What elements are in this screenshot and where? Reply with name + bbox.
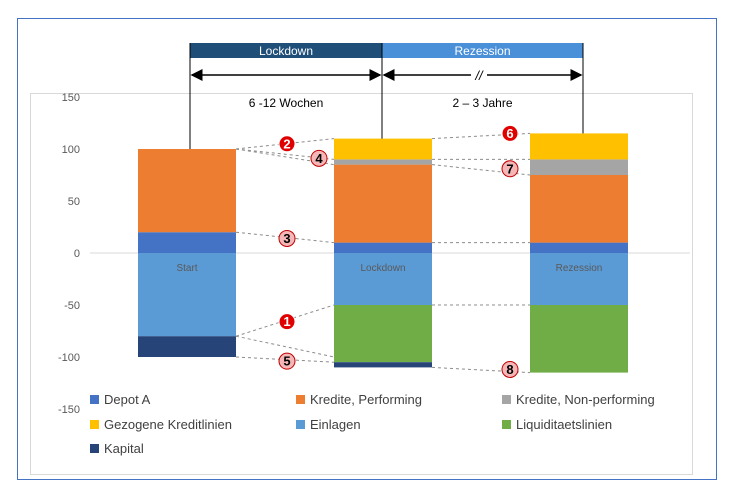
marker-circle [278, 313, 296, 331]
connector-line [235, 335, 335, 358]
category-label: Start [176, 263, 197, 274]
phase-duration-label: 6 -12 Wochen [249, 96, 324, 110]
y-tick-label: -150 [58, 404, 80, 416]
bar-segment-liquiditaetslinien [530, 305, 628, 373]
bar-segment-kapital [138, 336, 236, 357]
marker-label: 1 [283, 314, 290, 329]
marker-label: 6 [506, 126, 513, 141]
legend-swatch [296, 395, 305, 404]
connector-line [235, 148, 335, 160]
phase-header-label: Rezession [454, 44, 510, 58]
marker-circle [501, 124, 519, 142]
legend-entry: Kredite, Performing [310, 392, 422, 407]
legend-entry: Liquiditaetslinien [516, 417, 612, 432]
bar-segment-liquiditaetslinien [334, 305, 432, 363]
y-tick-label: 150 [62, 92, 80, 104]
phase-header-rezession [382, 43, 583, 58]
bar-segment-depot-a [334, 242, 432, 253]
connector-line [431, 132, 531, 140]
marker-label: 7 [506, 161, 513, 176]
y-tick-label: 50 [68, 196, 80, 208]
y-tick-label: -100 [58, 352, 80, 364]
connector-line [235, 148, 335, 166]
legend-swatch [90, 395, 99, 404]
marker-circle [310, 149, 328, 167]
axis-break-symbol: // [474, 68, 484, 83]
marker-label: 3 [283, 231, 290, 246]
phase-duration-label: 2 – 3 Jahre [452, 96, 512, 110]
bar-segment-kredite-performing [530, 175, 628, 243]
bar-segment-kredite-non-performing [530, 159, 628, 175]
legend-swatch [502, 420, 511, 429]
bar-segment-kredite-performing [138, 149, 236, 233]
bar-segment-gezogene-kreditlinien [530, 133, 628, 160]
connector-line [235, 304, 335, 337]
marker-label: 5 [283, 354, 290, 369]
bar-segment-gezogene-kreditlinien [334, 138, 432, 160]
axis-break-gap [471, 69, 487, 81]
phase-header-lockdown [190, 43, 382, 58]
bar-segment-einlagen [530, 253, 628, 305]
bar-segment-kredite-non-performing [334, 159, 432, 165]
marker-circle [278, 229, 296, 247]
bar-segment-kapital [334, 362, 432, 368]
legend-entry: Depot A [104, 392, 151, 407]
legend-swatch [502, 395, 511, 404]
connector-line [431, 164, 531, 176]
marker-label: 4 [315, 151, 323, 166]
bar-segment-kredite-performing [334, 164, 432, 243]
category-label: Lockdown [360, 263, 405, 274]
legend-entry: Gezogene Kreditlinien [104, 417, 232, 432]
marker-circle [278, 352, 296, 370]
marker-circle [501, 360, 519, 378]
legend-swatch [296, 420, 305, 429]
y-tick-label: -50 [64, 300, 80, 312]
legend-entry: Kapital [104, 441, 144, 456]
marker-label: 2 [283, 136, 290, 151]
bar-segment-einlagen [138, 253, 236, 337]
bar-segment-einlagen [334, 253, 432, 305]
connector-line [431, 366, 531, 374]
legend-swatch [90, 444, 99, 453]
phase-header-label: Lockdown [259, 44, 313, 58]
marker-circle [278, 135, 296, 153]
bar-segment-depot-a [530, 242, 628, 253]
y-tick-label: 100 [62, 144, 80, 156]
marker-circle [501, 160, 519, 178]
legend-entry: Kredite, Non-performing [516, 392, 655, 407]
y-tick-label: 0 [74, 248, 80, 260]
legend-entry: Einlagen [310, 417, 361, 432]
category-label: Rezession [556, 263, 603, 274]
bar-segment-depot-a [138, 232, 236, 253]
marker-label: 8 [506, 362, 513, 377]
plot-area-border [30, 93, 693, 475]
legend-swatch [90, 420, 99, 429]
